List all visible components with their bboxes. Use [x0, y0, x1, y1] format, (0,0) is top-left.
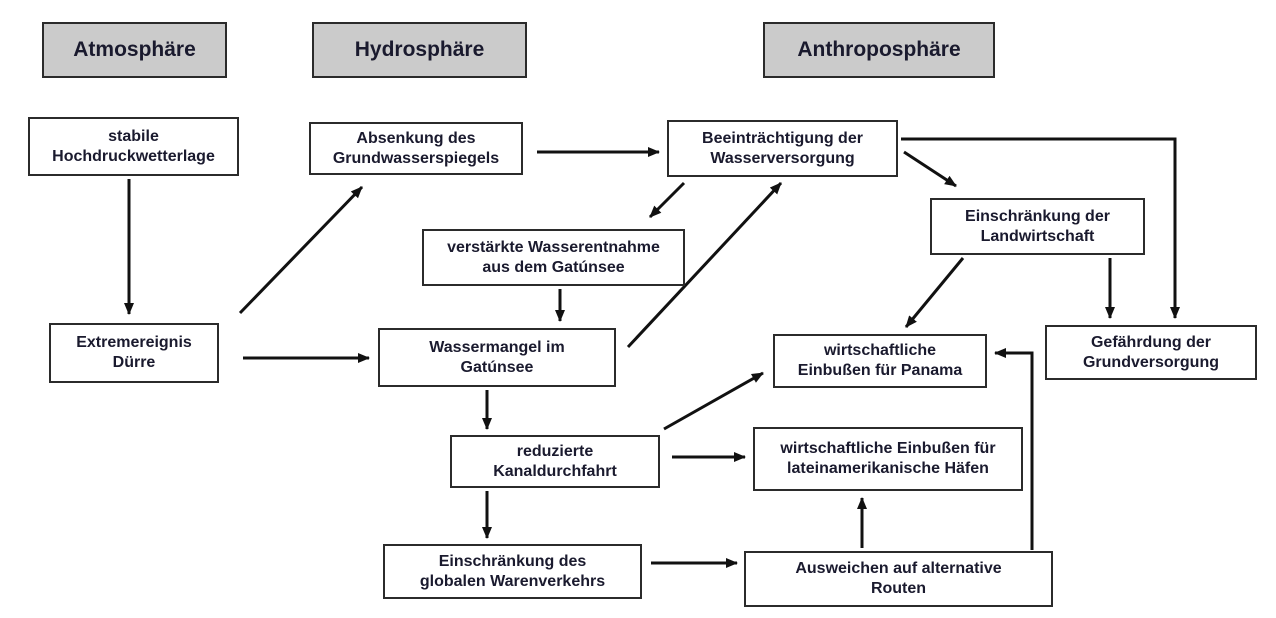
- arrow-beeintraechtigung-to-landwirtschaft: [903, 150, 957, 188]
- node-ausweichen-routen: Ausweichen auf alternative Routen: [744, 551, 1053, 607]
- node-wirtschaftliche-einbussen-panama: wirtschaftliche Einbußen für Panama: [773, 334, 987, 388]
- header-hydrosphaere: Hydrosphäre: [312, 22, 527, 78]
- arrow-landwirtschaft-to-panama: [904, 257, 965, 328]
- node-extremereignis-duerre: Extremereignis Dürre: [49, 323, 219, 383]
- node-einschraenkung-warenverkehr: Einschränkung des globalen Warenverkehrs: [383, 544, 642, 599]
- node-reduzierte-kanaldurchfahrt: reduzierte Kanaldurchfahrt: [450, 435, 660, 488]
- node-wassermangel-gatunsee: Wassermangel im Gatúnsee: [378, 328, 616, 387]
- node-gefaehrdung-grundversorgung: Gefährdung der Grundversorgung: [1045, 325, 1257, 380]
- node-stabile-hochdruckwetterlage: stabile Hochdruckwetterlage: [28, 117, 239, 176]
- node-einschraenkung-landwirtschaft: Einschränkung der Landwirtschaft: [930, 198, 1145, 255]
- arrow-extremereignis-to-absenkung: [238, 185, 364, 315]
- arrow-beeintraechtigung-to-verstaerkte: [648, 181, 686, 219]
- node-absenkung-grundwasserspiegel: Absenkung des Grundwasserspiegels: [309, 122, 523, 175]
- node-einbussen-lateinamerikanische-haefen: wirtschaftliche Einbußen für lateinameri…: [753, 427, 1023, 491]
- node-verstaerkte-wasserentnahme: verstärkte Wasserentnahme aus dem Gatúns…: [422, 229, 685, 286]
- header-anthroposphaere: Anthroposphäre: [763, 22, 995, 78]
- header-atmosphaere: Atmosphäre: [42, 22, 227, 78]
- node-beeintraechtigung-wasserversorgung: Beeinträchtigung der Wasserversorgung: [667, 120, 898, 177]
- arrow-reduzierte-to-panama: [663, 371, 764, 431]
